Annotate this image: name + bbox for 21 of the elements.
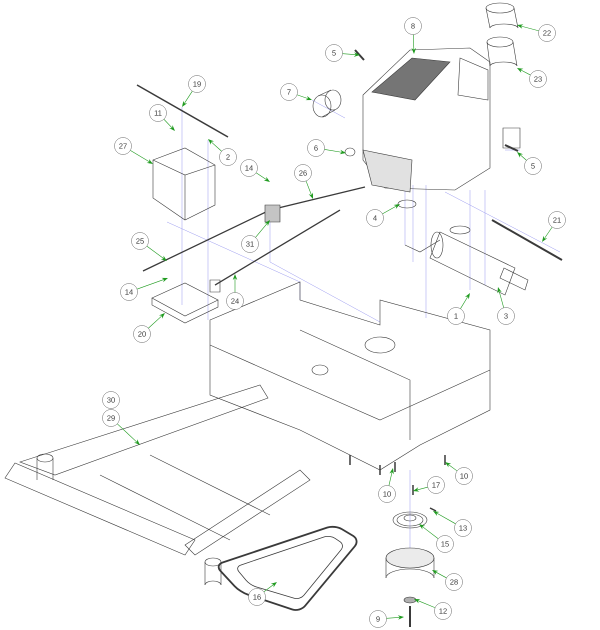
leader-line: [255, 220, 270, 238]
leader-line: [146, 246, 167, 261]
leader-line: [460, 293, 470, 309]
leader-line: [517, 68, 531, 76]
leader-line: [306, 180, 313, 199]
leader-line: [182, 91, 193, 107]
leader-line: [433, 511, 456, 524]
leader-line: [117, 424, 140, 445]
leader-line: [264, 582, 277, 592]
leader-line: [130, 150, 153, 164]
leader-line: [445, 462, 458, 472]
leader-line: [432, 570, 447, 578]
leader-line: [414, 599, 436, 608]
leader-line: [542, 226, 552, 242]
leader-line: [148, 313, 165, 328]
leader-line: [382, 204, 400, 214]
leader-line: [164, 119, 175, 131]
leader-line: [256, 172, 270, 182]
leader-line: [517, 152, 527, 161]
leader-line: [208, 139, 222, 152]
leader-line: [419, 524, 438, 539]
